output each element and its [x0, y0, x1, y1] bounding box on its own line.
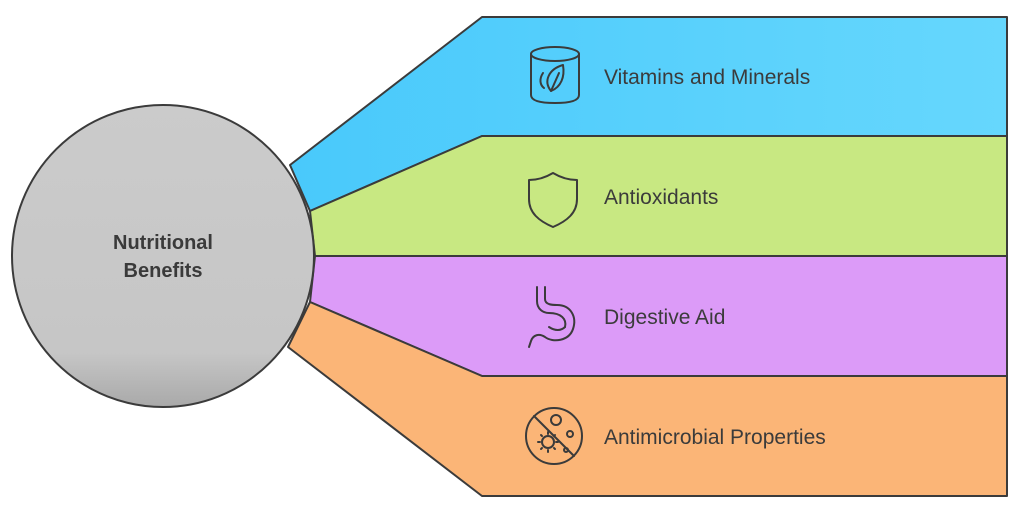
band-label-vitamins: Vitamins and Minerals	[604, 66, 810, 89]
band-antioxidants: Antioxidants	[309, 135, 1008, 257]
band-label-antimicrobial: Antimicrobial Properties	[604, 426, 826, 449]
jar-leaf-icon	[530, 46, 580, 104]
stomach-icon	[528, 286, 576, 348]
center-circle	[11, 104, 315, 408]
shield-icon	[528, 172, 578, 228]
band-shape	[287, 301, 1008, 497]
microbe-blocked-icon	[525, 407, 583, 465]
center-title-line2: Benefits	[124, 260, 203, 282]
center-node: Nutritional Benefits	[11, 104, 315, 408]
band-label-digestive: Digestive Aid	[604, 306, 725, 329]
band-label-antioxidants: Antioxidants	[604, 186, 718, 209]
center-title-line1: Nutritional	[113, 232, 213, 254]
band-antimicrobial-properties: Antimicrobial Properties	[287, 301, 1008, 497]
